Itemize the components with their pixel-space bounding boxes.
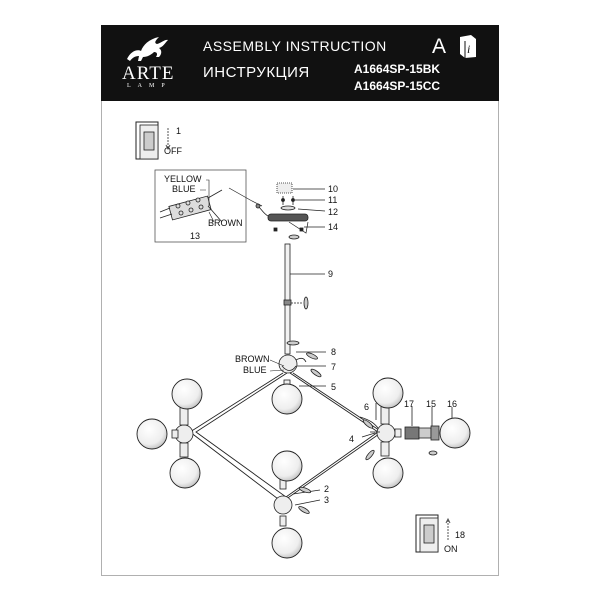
brand-name: ARTE: [122, 63, 175, 84]
callout-10: 10: [328, 184, 338, 194]
glass-globes: [136, 377, 471, 559]
callout-5: 5: [331, 382, 336, 392]
wire-label-yellow: YELLOW: [164, 174, 202, 184]
language-letter: A: [432, 35, 447, 58]
off-label: OFF: [164, 146, 182, 156]
callout-17: 17: [404, 399, 414, 409]
winged-lion-logo-icon: [127, 37, 168, 61]
model-number-1: A1664SP-15BK: [354, 62, 441, 76]
callout-18: 18: [455, 530, 465, 540]
bottom-hub-detail-icon: [292, 486, 321, 514]
top-hub-icon: [278, 351, 326, 387]
title-ru: ИНСТРУКЦИЯ: [203, 64, 310, 81]
callout-12: 12: [328, 207, 338, 217]
callout-3: 3: [324, 495, 329, 505]
side-hubs: [171, 379, 402, 527]
callout-7: 7: [331, 362, 336, 372]
callout-9: 9: [328, 269, 333, 279]
callout-14: 14: [328, 222, 338, 232]
svg-text:i: i: [467, 42, 470, 56]
socket-detail-icon: [359, 403, 453, 461]
terminal-block-icon: [159, 189, 223, 223]
callout-13: 13: [190, 231, 200, 241]
model-number-2: A1664SP-15CC: [354, 79, 441, 93]
wall-switch-on-icon: [415, 514, 451, 553]
callout-6: 6: [364, 402, 369, 412]
info-book-icon: i: [460, 35, 476, 58]
ceiling-canopy-icon: [255, 182, 309, 240]
title-en: ASSEMBLY INSTRUCTION: [203, 38, 387, 54]
callout-16: 16: [447, 399, 457, 409]
wire-label-brown-2: BROWN: [235, 354, 270, 364]
callout-1: 1: [176, 126, 181, 136]
header-bar: ARTE LAMP ASSEMBLY INSTRUCTION ИНСТРУКЦИ…: [101, 25, 499, 101]
on-label: ON: [444, 544, 458, 554]
callout-11: 11: [328, 195, 337, 205]
wire-label-blue-2: BLUE: [243, 365, 267, 375]
wire-label-blue: BLUE: [172, 184, 196, 194]
brand-sub: LAMP: [127, 83, 172, 89]
wall-switch-off-icon: [135, 121, 171, 160]
suspension-rod-icon: [283, 243, 325, 355]
callout-15: 15: [426, 399, 436, 409]
callout-4: 4: [349, 434, 354, 444]
callout-8: 8: [331, 347, 336, 357]
callout-2: 2: [324, 484, 329, 494]
wire-label-brown: BROWN: [208, 218, 243, 228]
